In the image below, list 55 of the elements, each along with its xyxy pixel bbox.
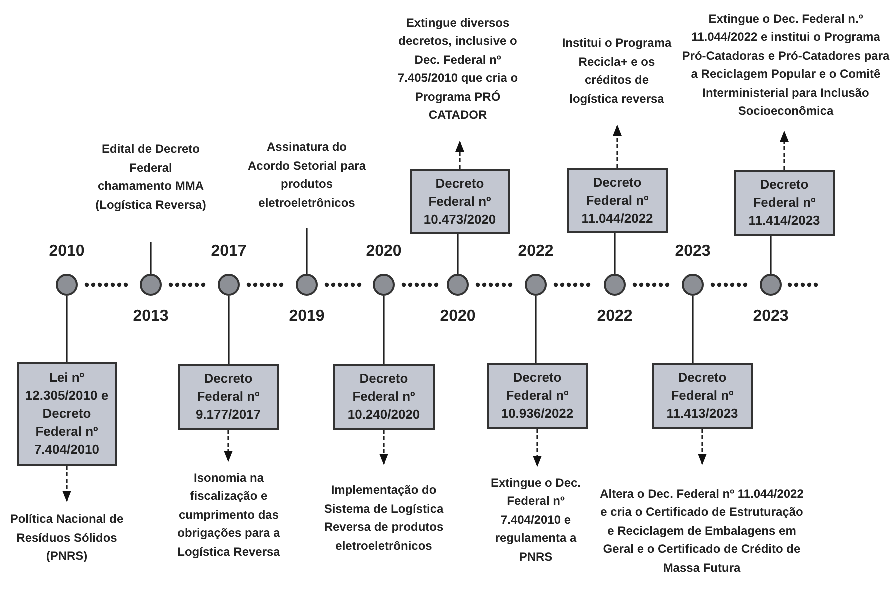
connector-line xyxy=(150,242,152,274)
year-label: 2017 xyxy=(210,243,248,261)
connector-line xyxy=(614,233,616,274)
event-description: Edital de Decreto Federal chamamento MMA (Logística Reversa) xyxy=(94,141,208,214)
connector-line xyxy=(770,236,772,274)
decree-title: Decreto Federal nº 10.936/2022 xyxy=(500,369,575,423)
decree-title: Decreto Federal nº 11.044/2022 xyxy=(580,174,654,228)
event-description: Extingue o Dec. Federal nº 7.404/2010 e regulamenta a PNRS xyxy=(490,474,582,566)
year-label: 2010 xyxy=(48,243,86,261)
dashed-arrow xyxy=(613,124,622,168)
year-label: 2022 xyxy=(596,308,634,326)
dashed-arrow xyxy=(224,430,233,462)
decree-box xyxy=(178,364,279,430)
connector-line xyxy=(383,296,385,364)
dotted-timeline-line xyxy=(402,282,440,288)
event-description: Assinatura do Acordo Setorial para produtos eletroeletrônicos xyxy=(247,139,367,212)
decree-box xyxy=(567,168,668,233)
decree-box xyxy=(333,364,435,430)
decree-title: Decreto Federal nº 11.413/2023 xyxy=(666,369,740,423)
event-description: Altera o Dec. Federal nº 11.044/2022 e cria o Certificado de Estruturação e Reciclagem de Embalagens em Geral e o Certificado de Crédito de Massa Futura xyxy=(599,486,805,577)
year-label: 2023 xyxy=(674,243,712,261)
event-description: Política Nacional de Resíduos Sólidos (PNRS) xyxy=(9,511,125,566)
decree-title: Decreto Federal nº 10.240/2020 xyxy=(346,370,422,424)
connector-line xyxy=(228,296,230,364)
event-description: Extingue o Dec. Federal n.º 11.044/2022 e institui o Programa Pró-Catadoras e Pró-Catadores para a Reciclagem Popular e o Comitê Interministerial para Inclusão Socioeconômica xyxy=(681,10,891,120)
decree-title: Decreto Federal nº 10.473/2020 xyxy=(422,174,498,228)
dashed-arrow xyxy=(533,429,542,468)
year-label: 2022 xyxy=(517,243,555,261)
year-label: 2020 xyxy=(365,243,403,261)
decree-box xyxy=(410,169,510,234)
decree-title: Lei nº 12.305/2010 e Decreto Federal nº 7.404/2010 xyxy=(24,369,110,459)
event-description: Extingue diversos decretos, inclusive o Dec. Federal nº 7.405/2010 que cria o Programa PRÓ CATADOR xyxy=(396,14,520,124)
event-description: Isonomia na fiscalização e cumprimento das obrigações para a Logística Reversa xyxy=(176,470,282,561)
connector-line xyxy=(306,228,308,274)
dashed-arrow xyxy=(456,140,464,169)
connector-line xyxy=(66,296,68,362)
dashed-arrow xyxy=(780,130,789,170)
year-label: 2020 xyxy=(439,308,477,326)
decree-box xyxy=(17,362,117,466)
dashed-arrow xyxy=(380,430,388,466)
dashed-arrow xyxy=(698,429,707,466)
connector-line xyxy=(457,234,459,274)
decree-box xyxy=(652,363,753,429)
decree-box xyxy=(487,363,588,429)
connector-line xyxy=(692,296,694,363)
event-description: Implementação do Sistema de Logística Reversa de produtos eletroeletrônicos xyxy=(323,482,445,554)
dashed-arrow xyxy=(62,466,72,502)
event-description: Institui o Programa Recicla+ e os créditos de logística reversa xyxy=(561,35,673,108)
decree-title: Decreto Federal nº 11.414/2023 xyxy=(748,176,822,230)
year-label: 2019 xyxy=(288,308,326,326)
decree-title: Decreto Federal nº 9.177/2017 xyxy=(194,370,262,424)
connector-line xyxy=(535,296,537,363)
year-label: 2023 xyxy=(752,308,790,326)
decree-box xyxy=(734,170,835,236)
year-label: 2013 xyxy=(132,308,170,326)
